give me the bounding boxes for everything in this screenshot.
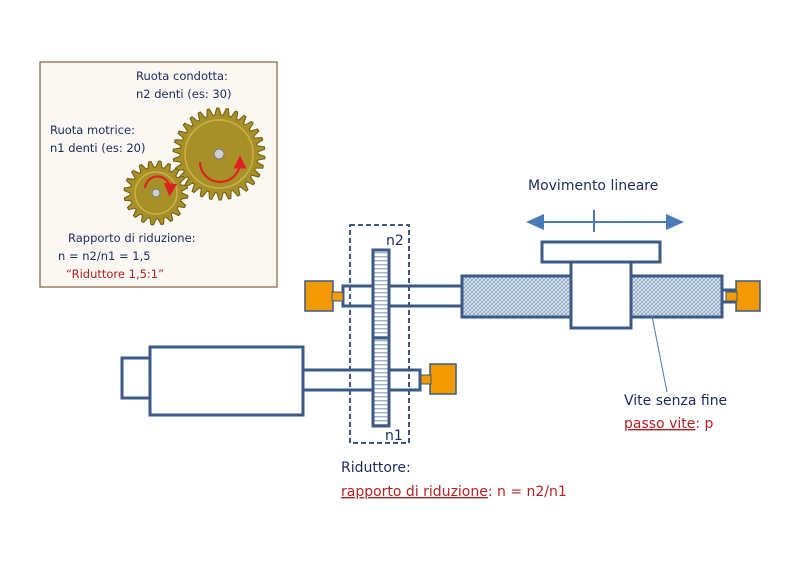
gear-n2-label: n2 — [386, 233, 404, 249]
motor-rear-cap — [120, 356, 154, 400]
reducer-label: Riduttore: rapporto di riduzione: n = n2… — [341, 460, 567, 500]
reducer-ratio-value: : n = n2/n1 — [488, 484, 567, 500]
driven-gear-label: Ruota condotta: — [136, 69, 228, 83]
gear-n1 — [371, 336, 391, 428]
right-bearing-collar — [725, 291, 738, 302]
driven-gear-teeth: n2 denti (es: 30) — [136, 87, 232, 101]
bearings — [304, 280, 761, 395]
gear-ratio-inset: Ruota condotta: n2 denti (es: 30) Ruota … — [39, 61, 278, 288]
reducer-ratio-line: rapporto di riduzione: n = n2/n1 — [341, 484, 567, 500]
driving-gear-icon — [123, 160, 189, 226]
carriage-top-plate — [540, 240, 662, 264]
screw-leader-line — [651, 315, 668, 393]
screw-assembly — [341, 240, 738, 330]
reducer-housing — [349, 224, 410, 444]
reducer-title: Riduttore: — [341, 460, 411, 476]
ratio-name: “Riduttore 1,5:1” — [66, 267, 164, 281]
linear-motion: Movimento lineare — [526, 178, 684, 232]
driven-gear-icon — [172, 107, 266, 201]
ratio-formula: n = n2/n1 = 1,5 — [58, 249, 151, 263]
screw-pitch-line: passo vite: p — [624, 416, 714, 432]
motor-shaft — [301, 368, 422, 392]
linear-motion-label: Movimento lineare — [528, 178, 658, 194]
right-bearing-icon — [735, 280, 761, 312]
screw-label: Vite senza fine passo vite: p — [624, 315, 727, 432]
screw-nut-block — [569, 260, 633, 330]
reducer: n2 n1 — [349, 224, 410, 444]
motor-shaft-bearing-icon — [429, 363, 457, 395]
driving-rotation-arrow-icon — [143, 175, 178, 197]
screw-title: Vite senza fine — [624, 393, 727, 409]
driven-rotation-arrow-icon — [198, 155, 247, 184]
gear-n1-label: n1 — [385, 428, 403, 444]
motor — [120, 345, 422, 417]
screw-pitch-value: : p — [695, 416, 713, 432]
driving-gear-label: Ruota motrice: — [50, 123, 135, 137]
left-bearing-icon — [304, 280, 334, 312]
upper-shaft — [341, 284, 465, 308]
driving-gear-teeth: n1 denti (es: 20) — [50, 141, 146, 155]
screw-pitch-term: passo vite — [624, 416, 695, 432]
motor-body — [148, 345, 305, 417]
ratio-title: Rapporto di riduzione: — [68, 231, 196, 245]
gear-n2 — [371, 248, 391, 340]
reducer-ratio-term: rapporto di riduzione — [341, 484, 488, 500]
left-bearing-collar — [331, 291, 344, 302]
